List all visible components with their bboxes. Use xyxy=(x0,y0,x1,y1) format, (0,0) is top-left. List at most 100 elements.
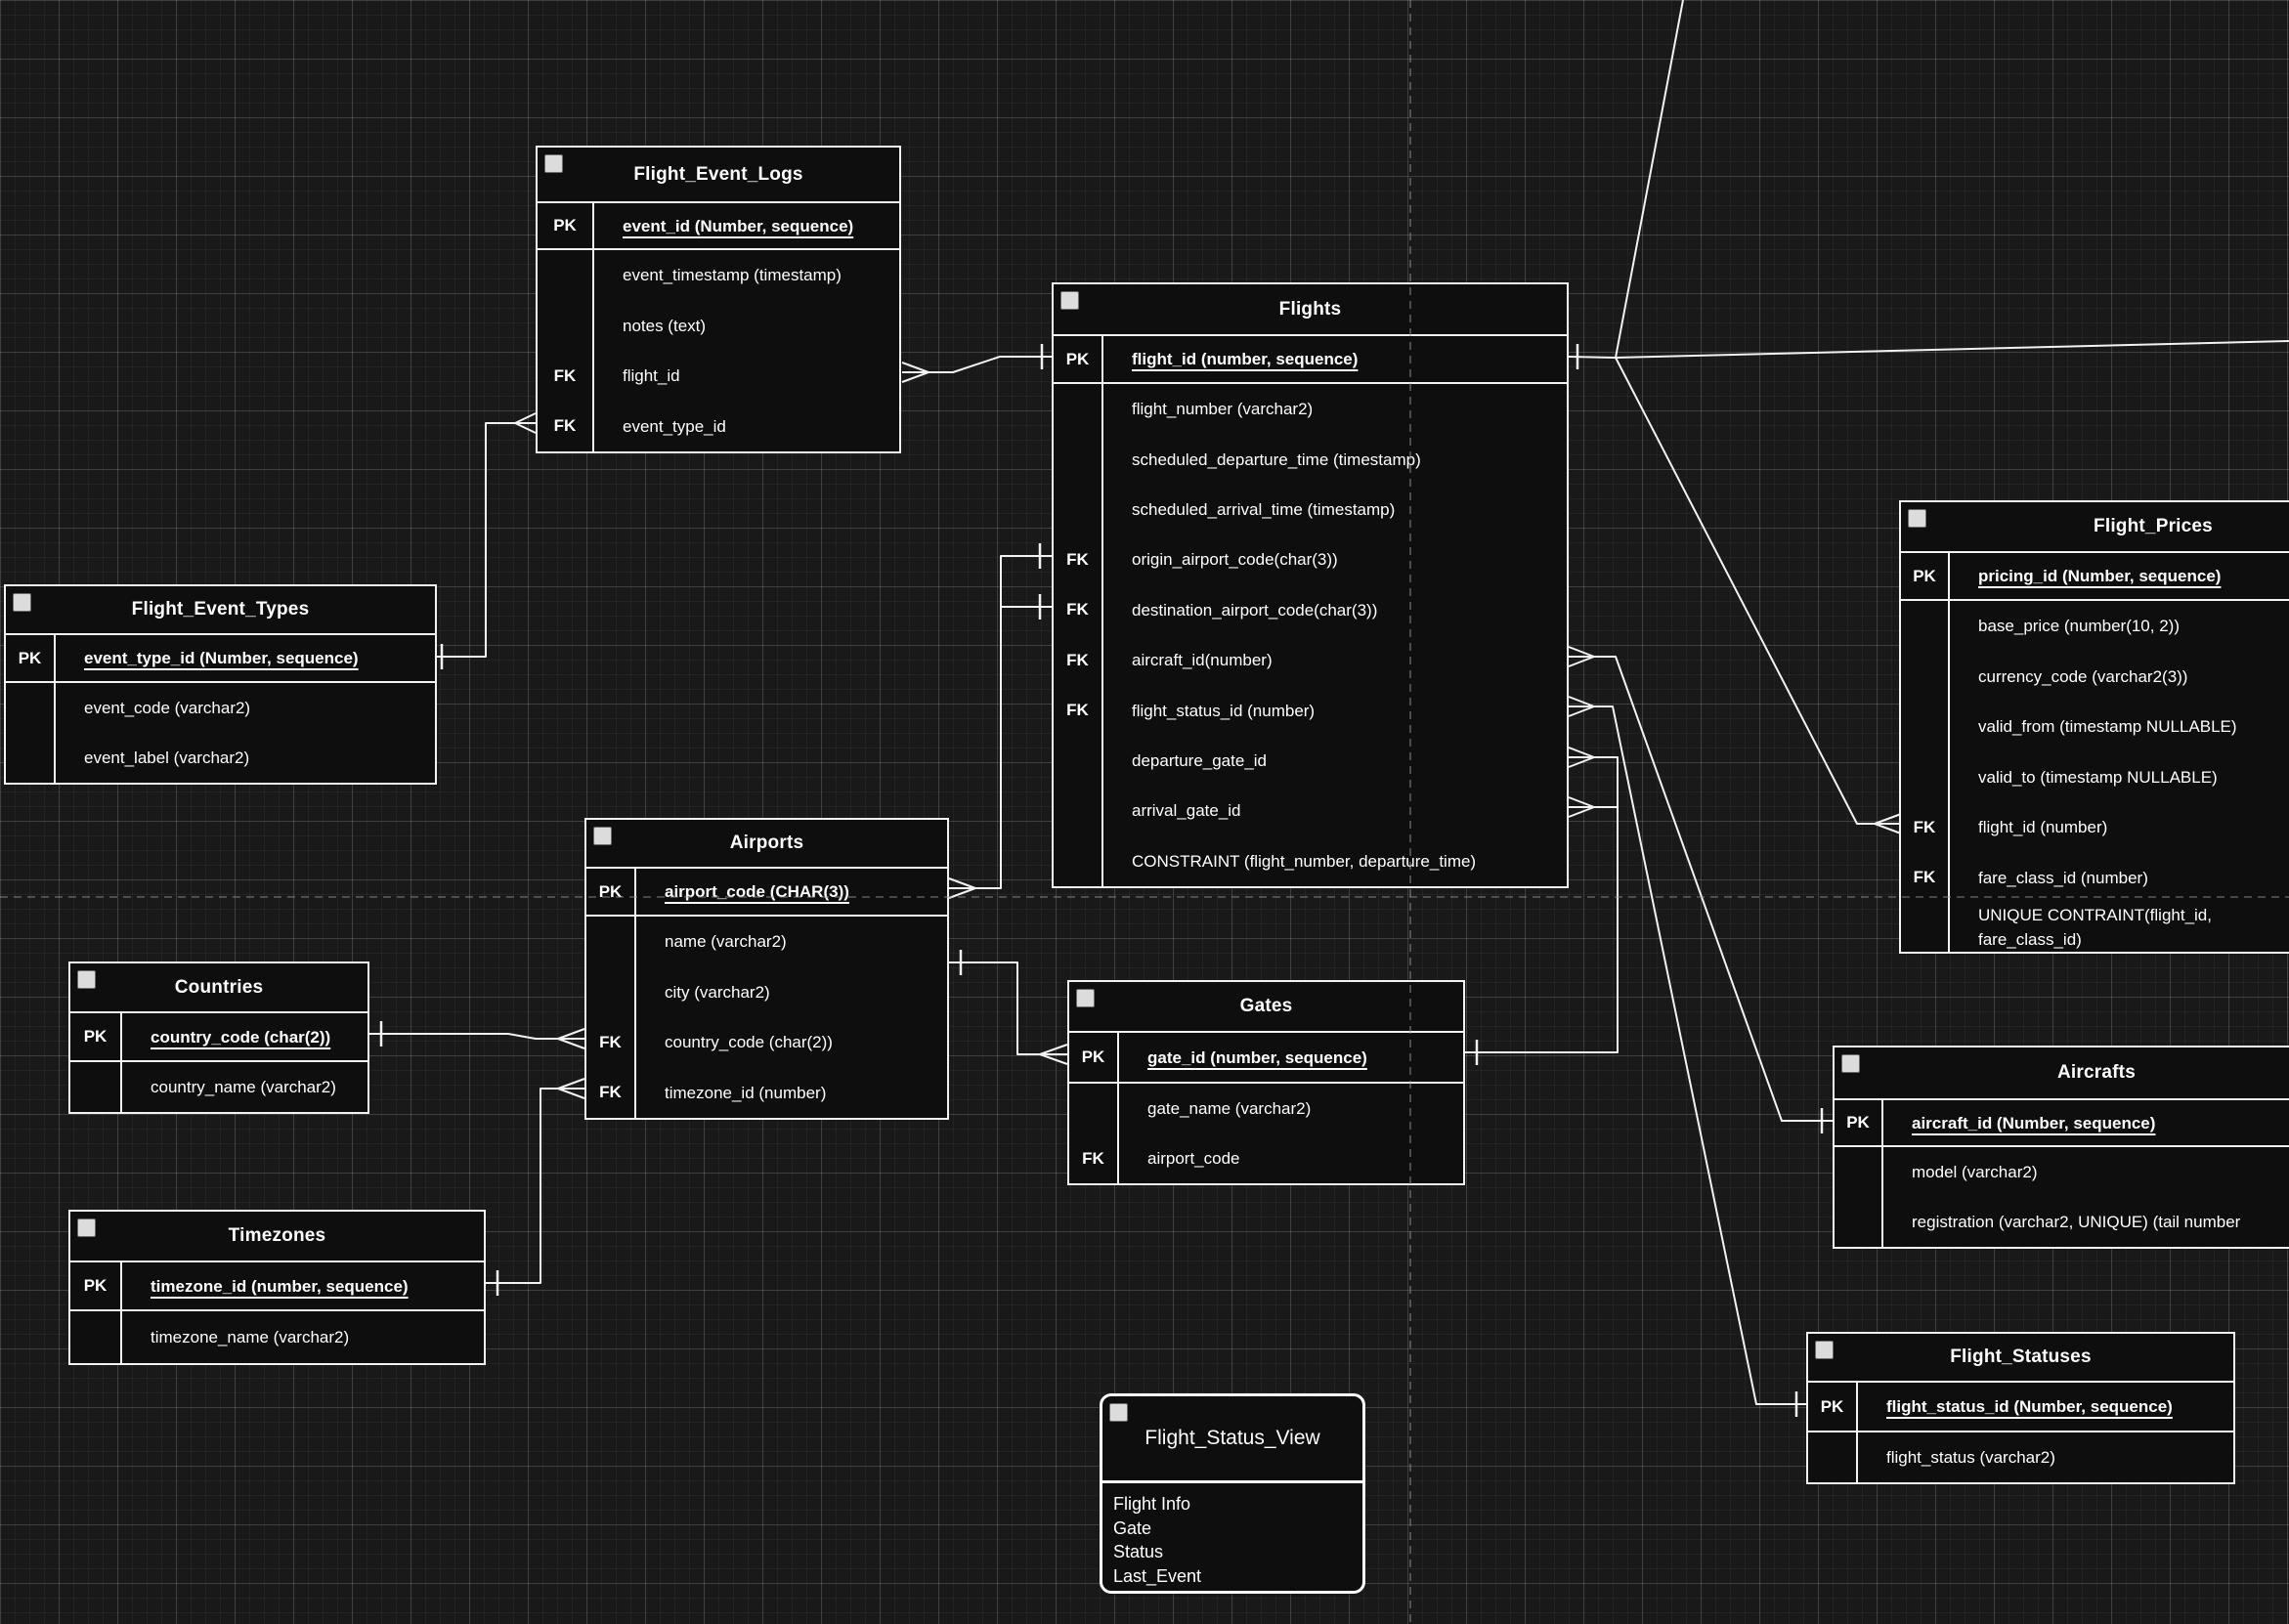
collapse-icon[interactable] xyxy=(1076,989,1095,1007)
collapse-icon[interactable] xyxy=(1109,1403,1128,1422)
table-row[interactable]: valid_from (timestamp NULLABLE) xyxy=(1901,702,2289,752)
collapse-icon[interactable] xyxy=(1908,509,1926,528)
collapse-icon[interactable] xyxy=(593,827,612,845)
table-row[interactable]: notes (text) xyxy=(538,300,899,351)
collapse-icon[interactable] xyxy=(77,970,96,989)
column-definition: event_type_id (Number, sequence) xyxy=(84,649,359,667)
key-label: FK xyxy=(1054,584,1103,635)
key-label: PK xyxy=(1808,1383,1858,1431)
table-row[interactable]: model (varchar2) xyxy=(1835,1147,2289,1197)
relationship-flights-pk--offscreen-top[interactable] xyxy=(1568,0,1684,369)
table-row[interactable]: gate_name (varchar2) xyxy=(1069,1084,1463,1133)
relationship-event-logs-event-type-id--event-types-pk[interactable] xyxy=(437,412,537,669)
relationship-airports-pk--gates-airport-code[interactable] xyxy=(949,950,1068,1065)
collapse-icon[interactable] xyxy=(1060,291,1079,310)
table-row[interactable]: currency_code (varchar2(3)) xyxy=(1901,651,2289,702)
collapse-icon[interactable] xyxy=(1815,1341,1834,1359)
column-definition: event_id (Number, sequence) xyxy=(623,216,854,235)
table-row[interactable]: CONSTRAINT (flight_number, departure_tim… xyxy=(1054,835,1567,886)
key-spacer xyxy=(1054,735,1103,787)
collapse-icon[interactable] xyxy=(1841,1054,1860,1073)
table-row[interactable]: valid_to (timestamp NULLABLE) xyxy=(1901,751,2289,802)
table-row[interactable]: scheduled_departure_time (timestamp) xyxy=(1054,434,1567,485)
table-row[interactable]: flight_number (varchar2) xyxy=(1054,384,1567,435)
collapse-icon[interactable] xyxy=(13,593,31,612)
collapse-icon[interactable] xyxy=(544,154,563,173)
column-definition: model (varchar2) xyxy=(1912,1163,2038,1181)
view-title: Flight_Status_View xyxy=(1144,1427,1320,1449)
relationship-flights-destination-airport--airports-pk[interactable] xyxy=(1001,594,1052,620)
relationship-timezones-pk--airports-timezone-id[interactable] xyxy=(486,1078,585,1296)
relationship-flights-status-id--flight-statuses-pk[interactable] xyxy=(1568,696,1806,1417)
relationship-flights-origin-airport--airports-pk[interactable] xyxy=(948,543,1052,899)
relationship-countries-pk--airports-country-code[interactable] xyxy=(369,1021,585,1049)
relationship-flights-pk--offscreen-right[interactable] xyxy=(1615,340,2289,359)
column-definition: valid_to (timestamp NULLABLE) xyxy=(1978,767,2218,787)
key-label: FK xyxy=(538,401,594,451)
key-label: FK xyxy=(538,351,594,402)
table-row[interactable]: scheduled_arrival_time (timestamp) xyxy=(1054,484,1567,535)
table-row[interactable]: event_label (varchar2) xyxy=(6,733,435,783)
table-header: Countries xyxy=(70,963,367,1013)
collapse-icon[interactable] xyxy=(77,1218,96,1237)
column-definition: name (varchar2) xyxy=(665,932,787,952)
table-row[interactable]: arrival_gate_id xyxy=(1054,786,1567,836)
table-row[interactable]: name (varchar2) xyxy=(586,917,947,967)
column-definition: flight_id (number, sequence) xyxy=(1132,350,1359,368)
table-row[interactable]: timezone_name (varchar2) xyxy=(70,1311,484,1363)
relationship-flights-pk--flight-prices-flight-id[interactable] xyxy=(1615,357,1902,834)
relationship-flights-arrival-gate--gates-pk[interactable] xyxy=(1568,796,1618,818)
table-row[interactable]: registration (varchar2, UNIQUE) (tail nu… xyxy=(1835,1197,2289,1247)
table-title: Countries xyxy=(174,976,264,998)
table-row[interactable]: flight_status (varchar2) xyxy=(1808,1432,2233,1482)
key-spacer xyxy=(1835,1197,1883,1247)
table-row[interactable]: departure_gate_id xyxy=(1054,735,1567,787)
table-row[interactable]: event_timestamp (timestamp) xyxy=(538,250,899,301)
table-row[interactable]: country_name (varchar2) xyxy=(70,1062,367,1112)
key-spacer xyxy=(1901,702,1950,752)
relationship-flights-aircraft-id--aircrafts-pk[interactable] xyxy=(1568,646,1833,1133)
key-label: FK xyxy=(586,1067,636,1118)
key-spacer xyxy=(538,250,594,301)
table-row[interactable]: event_code (varchar2) xyxy=(6,683,435,733)
column-definition: city (varchar2) xyxy=(665,982,770,1002)
relationship-event-logs-flight-id--flights-pk[interactable] xyxy=(901,344,1052,383)
table-row[interactable]: city (varchar2) xyxy=(586,966,947,1017)
table-row[interactable]: base_price (number(10, 2)) xyxy=(1901,601,2289,652)
table-row[interactable]: UNIQUE CONTRAINT(flight_id, fare_class_i… xyxy=(1901,903,2289,952)
key-label: PK xyxy=(70,1262,122,1309)
